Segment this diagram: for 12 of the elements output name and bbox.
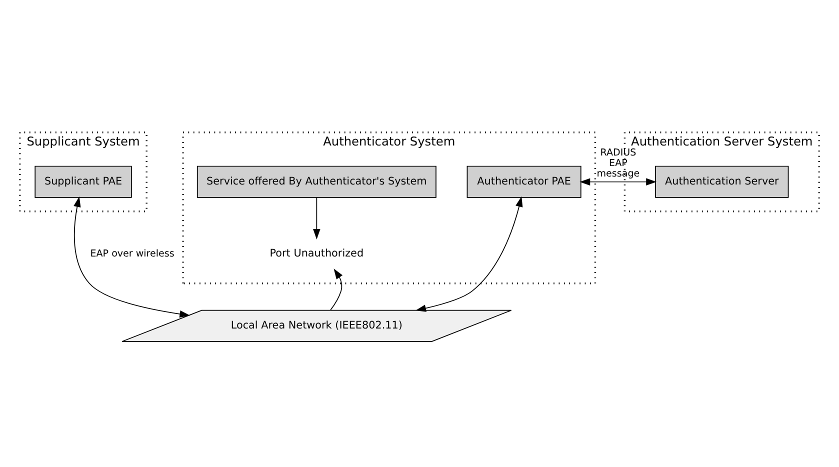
arrow	[580, 178, 657, 186]
arrow	[416, 196, 523, 312]
arrow	[74, 196, 190, 318]
node-box: Service offered By Authenticator's System	[196, 166, 436, 198]
node-box: Authenticator PAE	[466, 166, 582, 198]
edge-label: RADIUS EAP message	[596, 148, 640, 180]
arrow	[313, 197, 320, 240]
node-text: Port Unauthorized	[270, 248, 364, 260]
arrow	[330, 268, 343, 310]
node-box: Supplicant PAE	[34, 166, 132, 198]
node-box: Authentication Server	[655, 166, 789, 198]
edge-label: EAP over wireless	[90, 248, 174, 260]
